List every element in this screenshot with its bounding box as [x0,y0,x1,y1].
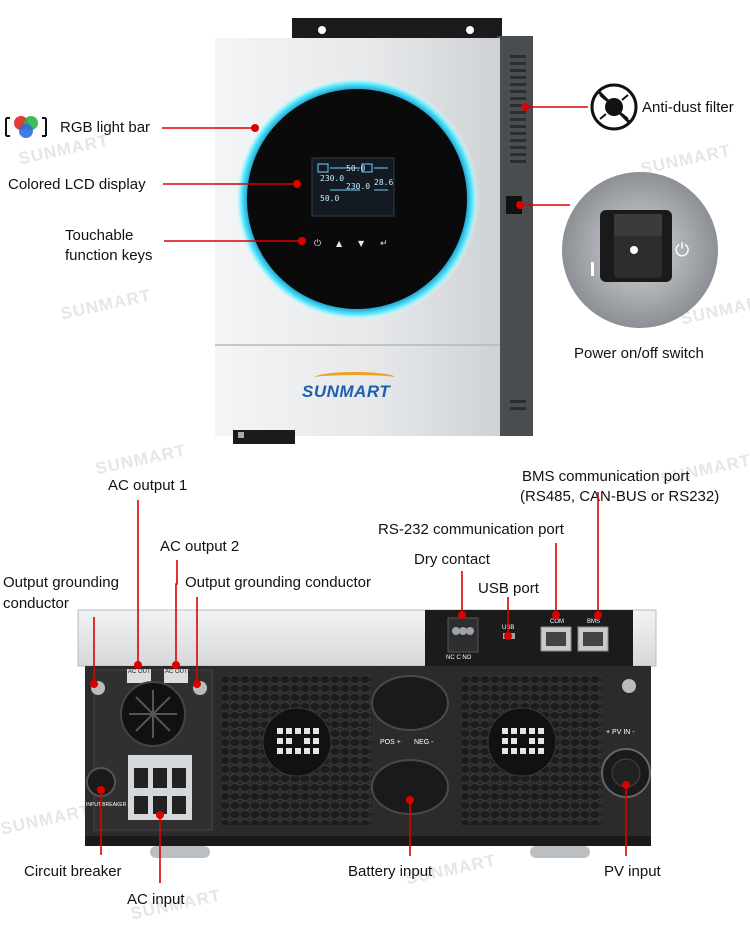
rgb-light-bar-label: RGB light bar [60,119,151,136]
lcd-readout: 50.0 [346,164,366,173]
svg-text:▲: ▲ [336,239,343,248]
callout-dot [458,611,466,619]
pv-in-marking: + PV IN - [606,729,635,736]
usb-port-label: USB port [478,580,539,597]
rs232-port-label: RS-232 communication port [378,521,564,538]
callout-dot [293,180,301,188]
ac-output-1-label: AC output 1 [108,477,188,494]
callout-dot [97,786,105,794]
input-breaker-marking: INPUT BREAKER [86,802,127,808]
svg-text:⏻: ⏻ [314,238,321,249]
lcd-readout: 230.0 [320,174,345,183]
callout-dot [90,680,98,688]
dry-contact-label: Dry contact [414,551,490,568]
ac-out-1-marking: AC OUT 1 [128,669,156,675]
output-grounding-left-label-line2: conductor [3,595,69,612]
circuit-breaker-label: Circuit breaker [24,863,122,880]
function-keys-label-line2: function keys [65,247,153,264]
callout-dot [156,811,164,819]
bms-port-label-line1: BMS communication port [522,468,690,485]
ac-output-2-label: AC output 2 [160,538,240,555]
brand-swoosh [315,372,395,383]
pv-input-label: PV input [604,863,661,880]
function-keys-label-line1: Touchable [65,227,134,244]
dry-contact-marking: NC C NO [446,655,472,661]
ac-out-2-marking: AC OUT 2 [165,669,193,675]
callout-dot [552,611,560,619]
callout-dot [298,237,306,245]
svg-text:⏻: ⏻ [675,240,689,261]
inverter-front-view: ⏻ ▲ ▼ ↵ ⏻ 230.0 50.0 230.0 50.0 28 [0,0,750,450]
svg-text:↵: ↵ [380,239,388,249]
output-grounding-left-label-line1: Output grounding [3,574,119,591]
callout-dot [504,632,512,640]
callout-dot [521,103,529,111]
neg-marking: NEG - [414,739,434,746]
ac-input-label: AC input [127,891,185,908]
inverter-bottom-view: AC OUT 1 AC OUT 2 COM BMS NC C NO USB PO… [0,450,750,925]
callout-dot [516,201,524,209]
inverter-bottom-illustration [77,609,657,858]
callout-dot [172,661,180,669]
inverter-front-illustration: ⏻ ▲ ▼ ↵ ⏻ [5,18,718,444]
svg-text:▼: ▼ [358,239,365,248]
pos-marking: POS + [380,739,401,746]
lcd-readout: 50.0 [320,194,340,203]
lcd-display-label: Colored LCD display [8,176,146,193]
bms-port-marking: BMS [587,619,601,625]
callout-dot [406,796,414,804]
callout-dot [134,661,142,669]
callout-dot [251,124,259,132]
power-switch-label: Power on/off switch [574,345,704,362]
lcd-readout: 230.0 [346,182,371,191]
callout-dot [594,611,602,619]
com-port-marking: COM [550,619,564,625]
callout-dot [193,680,201,688]
callout-dot [622,781,630,789]
bms-port-label-line2: (RS485, CAN-BUS or RS232) [520,488,720,505]
anti-dust-filter-label: Anti-dust filter [642,99,734,116]
battery-input-label: Battery input [348,863,433,880]
brand-logo: SUNMART [302,382,391,401]
lcd-readout: 28.6 [374,178,394,187]
usb-marking: USB [502,625,515,631]
output-grounding-right-label: Output grounding conductor [185,574,371,591]
